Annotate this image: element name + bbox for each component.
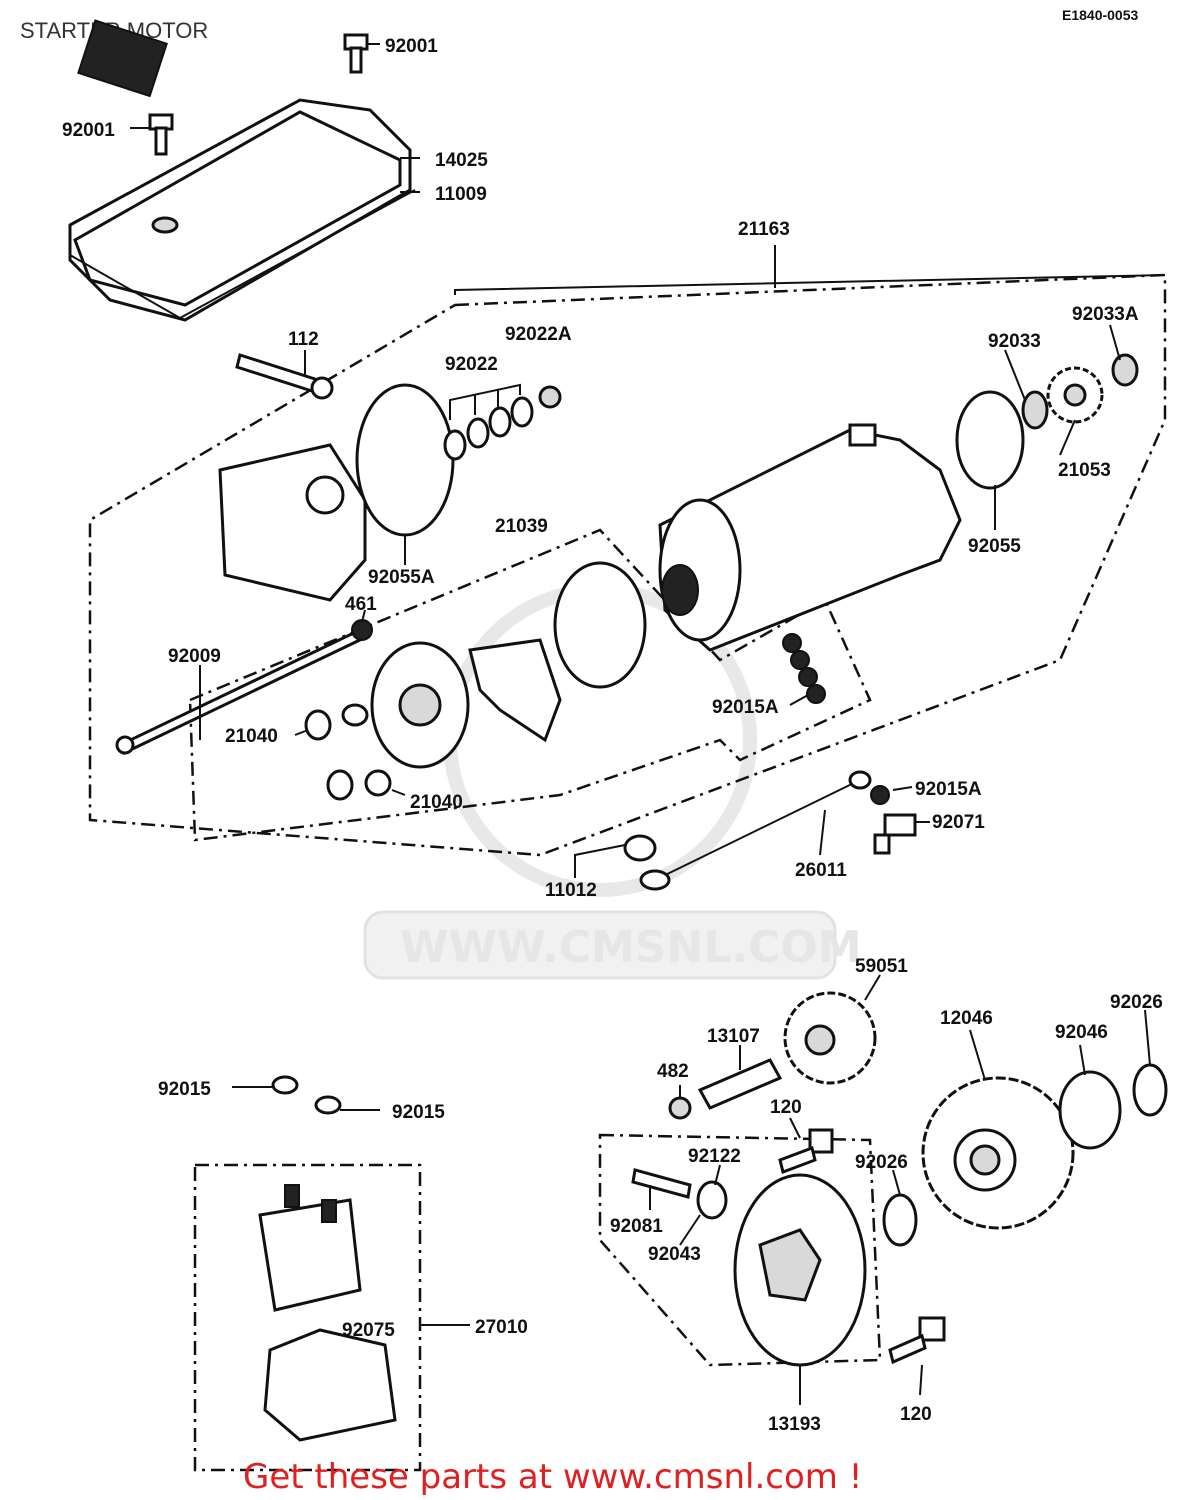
solenoid-27010 bbox=[258, 1184, 397, 1442]
shaft-13107 bbox=[697, 1058, 783, 1110]
terminal-washers-92015A bbox=[782, 633, 890, 805]
part-label: 92015A bbox=[712, 697, 779, 718]
part-label: 92046 bbox=[1055, 1022, 1108, 1043]
part-label: 92001 bbox=[62, 120, 115, 141]
washer-461 bbox=[351, 619, 373, 641]
part-label: 92075 bbox=[342, 1320, 395, 1341]
part-label: 27010 bbox=[475, 1317, 528, 1338]
washer-92033 bbox=[1021, 390, 1049, 430]
part-label: 59051 bbox=[855, 956, 908, 977]
bolt-11012 bbox=[623, 834, 657, 862]
part-label: 120 bbox=[900, 1404, 932, 1425]
part-label: 21039 bbox=[495, 516, 548, 537]
nut-92071 bbox=[873, 813, 917, 855]
part-label: 13193 bbox=[768, 1414, 821, 1435]
part-label: 92055 bbox=[968, 536, 1021, 557]
part-label: 120 bbox=[770, 1097, 802, 1118]
o-ring-92055A bbox=[355, 383, 455, 537]
part-label: 92015A bbox=[915, 779, 982, 800]
part-label: 26011 bbox=[795, 860, 847, 881]
bolt-92001-top bbox=[343, 33, 369, 74]
part-label: 21040 bbox=[225, 726, 278, 747]
o-ring-92055 bbox=[955, 390, 1025, 490]
cap-92015-lower bbox=[314, 1095, 342, 1115]
part-label: 92026 bbox=[855, 1152, 908, 1173]
part-label: 21163 bbox=[738, 219, 790, 240]
part-label: 92001 bbox=[385, 36, 438, 57]
part-label: 92033A bbox=[1072, 304, 1139, 325]
part-label: 112 bbox=[288, 329, 319, 350]
gear-59051 bbox=[783, 991, 877, 1085]
part-label: 21053 bbox=[1058, 460, 1111, 481]
part-label: 92022A bbox=[505, 324, 572, 345]
clutch-13193 bbox=[733, 1173, 867, 1367]
roller-92043 bbox=[696, 1180, 728, 1220]
rear-cover bbox=[218, 443, 367, 602]
bolt-120-upper bbox=[778, 1128, 834, 1174]
solenoid-outline bbox=[193, 1163, 422, 1472]
part-label: 92055A bbox=[368, 567, 435, 588]
cable-26011 bbox=[639, 770, 872, 891]
nut-92022A bbox=[538, 385, 562, 409]
part-label: 92043 bbox=[648, 1244, 701, 1265]
motor-body-21163 bbox=[658, 423, 962, 652]
leader-lines bbox=[130, 43, 1151, 1405]
diagram-code: E1840-0053 bbox=[1062, 7, 1139, 23]
bearing-92046 bbox=[1058, 1070, 1122, 1150]
circlip-92033A bbox=[1111, 353, 1139, 387]
part-label: 14025 bbox=[435, 150, 488, 171]
cover-14025 bbox=[68, 98, 416, 322]
spacer-92026-left bbox=[882, 1193, 918, 1247]
part-label: 92071 bbox=[932, 812, 985, 833]
part-label: 13107 bbox=[707, 1026, 760, 1047]
cap-92015-upper bbox=[271, 1075, 299, 1095]
washer-482 bbox=[668, 1096, 692, 1120]
part-label: 461 bbox=[345, 594, 377, 615]
part-label: 92122 bbox=[688, 1146, 741, 1167]
washers-92022 bbox=[443, 383, 534, 461]
part-label: 92022 bbox=[445, 354, 498, 375]
assembly-outline-21163 bbox=[88, 273, 1167, 857]
part-label: 92033 bbox=[988, 331, 1041, 352]
bolt-120-lower bbox=[888, 1316, 946, 1365]
brushes-21040 bbox=[304, 703, 392, 801]
part-label: 11009 bbox=[435, 184, 487, 205]
part-label: 92026 bbox=[1110, 992, 1163, 1013]
promo-link[interactable]: Get these parts at www.cmsnl.com ! bbox=[243, 1457, 862, 1497]
through-bolt-head bbox=[115, 735, 135, 755]
sprocket-12046 bbox=[921, 1076, 1075, 1230]
part-label: 12046 bbox=[940, 1008, 993, 1029]
part-label: 11012 bbox=[545, 880, 597, 901]
leader-21163 bbox=[454, 245, 1166, 295]
watermark-text: WWW.CMSNL.COM bbox=[400, 922, 862, 973]
part-label: 21040 bbox=[410, 792, 463, 813]
brush-holder bbox=[370, 641, 470, 769]
spacer-92026-right bbox=[1132, 1063, 1168, 1117]
bolt-112 bbox=[235, 353, 334, 400]
part-label: 92015 bbox=[158, 1079, 211, 1100]
part-label: 92009 bbox=[168, 646, 221, 667]
part-label: 482 bbox=[657, 1061, 689, 1082]
brush-plate-21039 bbox=[468, 561, 647, 743]
part-label: 92015 bbox=[392, 1102, 445, 1123]
front-sign bbox=[77, 19, 168, 98]
pinion-21053 bbox=[1046, 366, 1104, 424]
brush-holder-outline bbox=[188, 528, 872, 842]
bolt-92001-left bbox=[148, 113, 174, 156]
part-label: 92081 bbox=[610, 1216, 663, 1237]
pin-92081 bbox=[631, 1168, 692, 1199]
